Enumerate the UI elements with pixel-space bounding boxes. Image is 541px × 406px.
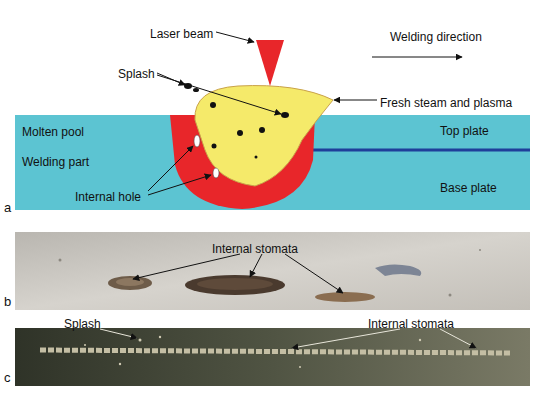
splash-dots — [184, 83, 289, 159]
plate-interface — [310, 149, 530, 152]
label-holder: Welding part — [22, 152, 89, 170]
callout-label: Welding direction — [390, 30, 482, 44]
callout-label: Top plate — [440, 124, 489, 138]
panel-letter: c — [4, 370, 11, 385]
leader-lines — [133, 254, 343, 293]
label-holder: Top plate — [440, 121, 489, 139]
plasma-plume — [195, 86, 333, 186]
callout-label: Internal hole — [75, 190, 141, 204]
internal-hole — [213, 168, 219, 178]
splash-dots — [84, 336, 421, 368]
callout-label: Fresh steam and plasma — [380, 96, 512, 110]
label-holder: b — [4, 292, 11, 310]
callout-label: Welding part — [22, 155, 89, 169]
photo-b — [15, 232, 530, 310]
callout-label: Base plate — [440, 181, 497, 195]
panel-letter: a — [4, 200, 11, 215]
laser-beam — [256, 40, 284, 86]
label-holder: Splash — [118, 64, 155, 82]
label-holder: Splash — [64, 314, 101, 332]
callout-label: Molten pool — [22, 125, 84, 139]
leader-lines — [100, 329, 476, 348]
leader-lines — [148, 32, 462, 195]
label-holder: c — [4, 368, 11, 386]
label-holder: Internal stomata — [368, 314, 454, 332]
weld-seam — [40, 350, 510, 353]
callout-label: Internal stomata — [368, 317, 454, 331]
photo-c — [15, 328, 530, 386]
label-holder: Laser beam — [150, 24, 213, 42]
label-holder: Fresh steam and plasma — [380, 93, 512, 111]
pores — [59, 249, 482, 302]
callout-label: Splash — [118, 67, 155, 81]
label-holder: Welding direction — [390, 27, 482, 45]
label-holder: Base plate — [440, 178, 497, 196]
label-holder: a — [4, 198, 11, 216]
callout-label: Splash — [64, 317, 101, 331]
callout-label: Laser beam — [150, 27, 213, 41]
label-holder: Molten pool — [22, 122, 84, 140]
internal-hole — [194, 135, 200, 147]
panel-letter: b — [4, 294, 11, 309]
label-holder: Internal stomata — [212, 239, 298, 257]
label-holder: Internal hole — [75, 187, 141, 205]
callout-label: Internal stomata — [212, 242, 298, 256]
